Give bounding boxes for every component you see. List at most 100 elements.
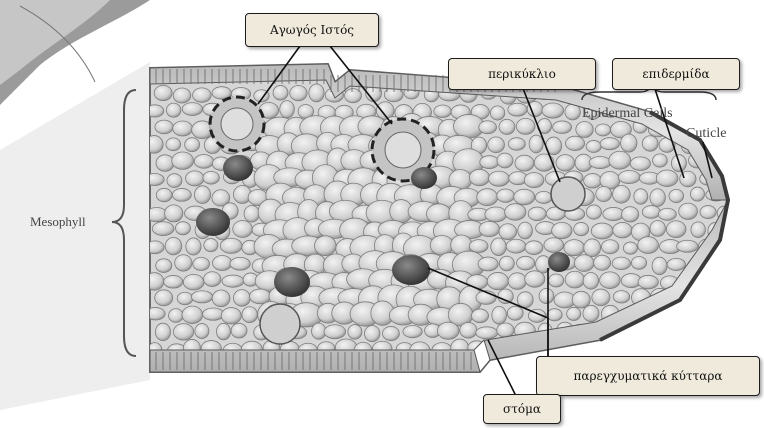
mesophyll-cell bbox=[230, 257, 250, 270]
mesophyll-cell bbox=[697, 273, 713, 290]
mesophyll-cell bbox=[487, 272, 508, 289]
mesophyll-cell bbox=[566, 136, 585, 150]
mesophyll-cell bbox=[221, 308, 241, 324]
mesophyll-cell bbox=[182, 103, 202, 116]
mesophyll-cell bbox=[696, 344, 714, 357]
mesophyll-cell bbox=[524, 173, 544, 188]
mesophyll-cell bbox=[528, 207, 546, 221]
mesophyll-cell bbox=[621, 134, 637, 152]
mesophyll-cell bbox=[669, 189, 684, 202]
mesophyll-cell bbox=[479, 221, 499, 236]
mesophyll-cell bbox=[167, 174, 182, 188]
mesophyll-cell bbox=[613, 222, 632, 237]
mesophyll-cell bbox=[244, 205, 259, 222]
mesophyll-cell bbox=[309, 84, 324, 102]
mesophyll-cell bbox=[506, 239, 526, 253]
mesophyll-cell bbox=[539, 288, 554, 303]
mesophyll-cell bbox=[324, 325, 346, 339]
mesophyll-cell bbox=[476, 327, 498, 339]
mesophyll-cell bbox=[641, 339, 655, 356]
mesophyll-cell bbox=[634, 189, 648, 204]
mesophyll-cell bbox=[203, 171, 219, 184]
mesophyll-cell bbox=[242, 307, 257, 323]
mesophyll-cell bbox=[715, 343, 733, 355]
mesophyll-cell bbox=[172, 152, 194, 169]
mesophyll-cell bbox=[613, 291, 630, 303]
mesophyll-cell bbox=[492, 306, 507, 324]
mesophyll-cell bbox=[584, 239, 601, 257]
mesophyll-cell bbox=[600, 272, 621, 289]
mesophyll-cell bbox=[584, 174, 602, 188]
mesophyll-cell bbox=[583, 272, 598, 289]
mesophyll-cell bbox=[583, 305, 599, 321]
mesophyll-cell bbox=[658, 208, 676, 220]
mesophyll-cell bbox=[172, 188, 191, 201]
mesophyll-cell bbox=[488, 171, 509, 186]
mesophyll-cell bbox=[613, 186, 631, 204]
label-parenchyma-cells: παρεγχυματικά κύτταρα bbox=[536, 356, 760, 396]
mesophyll-cell bbox=[687, 288, 703, 306]
mesophyll-cell bbox=[508, 103, 527, 116]
mesophyll-cell bbox=[173, 88, 191, 103]
mesophyll-cell bbox=[656, 170, 678, 187]
mesophyll-cell bbox=[216, 323, 230, 340]
mesophyll-cell bbox=[186, 171, 204, 186]
mesophyll-cell bbox=[698, 102, 715, 115]
mesophyll-cell bbox=[173, 324, 193, 340]
mesophyll-cell bbox=[194, 186, 210, 204]
mesophyll-cell bbox=[697, 309, 717, 323]
mesophyll-cell bbox=[497, 323, 514, 337]
mesophyll-cell bbox=[185, 138, 200, 152]
mesophyll-cell bbox=[591, 223, 613, 239]
mesophyll-cell bbox=[514, 189, 535, 205]
mesophyll-cell bbox=[202, 308, 223, 320]
mesophyll-cell bbox=[622, 207, 639, 222]
mesophyll-cell bbox=[631, 256, 646, 269]
mesophyll-cell bbox=[518, 222, 533, 239]
mesophyll-cell bbox=[595, 124, 610, 136]
label-epidermal-cells: Epidermal Cells bbox=[582, 106, 673, 122]
mesophyll-cell bbox=[169, 309, 184, 323]
mesophyll-cell bbox=[193, 257, 210, 270]
mesophyll-cell bbox=[525, 241, 543, 255]
mesophyll-cell bbox=[586, 140, 601, 152]
mesophyll-cell bbox=[382, 326, 399, 340]
mesophyll-cell bbox=[154, 85, 172, 100]
mesophyll-cell bbox=[691, 222, 706, 238]
mesophyll-cell bbox=[166, 138, 181, 151]
mesophyll-cell bbox=[213, 255, 232, 270]
mesophyll-cell bbox=[679, 203, 698, 219]
mesophyll-cell bbox=[648, 327, 667, 339]
mesophyll-cell bbox=[177, 292, 193, 304]
mesophyll-cell bbox=[603, 207, 624, 220]
mesophyll-cell bbox=[164, 275, 183, 288]
mesophyll-cell bbox=[700, 206, 716, 219]
label-cuticle: Cuticle bbox=[686, 126, 726, 142]
mesophyll-cell bbox=[314, 236, 336, 256]
mesophyll-cell bbox=[535, 191, 552, 203]
mesophyll-cell bbox=[499, 119, 515, 134]
mesophyll-cell bbox=[715, 309, 735, 321]
mesophyll-cell bbox=[479, 121, 497, 134]
mesophyll-cell bbox=[156, 188, 172, 201]
mesophyll-cell bbox=[549, 274, 564, 287]
mesophyll-cell bbox=[612, 257, 630, 270]
mesophyll-cell bbox=[233, 221, 253, 238]
mesophyll-cell bbox=[186, 238, 201, 255]
mesophyll-cell bbox=[638, 237, 659, 254]
mesophyll-cell bbox=[156, 259, 172, 273]
mesophyll-cell bbox=[497, 189, 515, 202]
mesophyll-cell bbox=[638, 275, 658, 289]
mesophyll-cell bbox=[601, 340, 622, 354]
mesophyll-cell bbox=[680, 102, 698, 117]
mesophyll-cell bbox=[165, 237, 182, 254]
mesophyll-cell bbox=[183, 274, 204, 290]
mesophyll-cell bbox=[529, 135, 543, 153]
mesophyll-cell bbox=[499, 256, 514, 271]
mesophyll-cell bbox=[572, 291, 590, 308]
mesophyll-cell bbox=[173, 121, 193, 136]
mesophyll-cell bbox=[491, 238, 507, 256]
mesophyll-cell bbox=[488, 137, 505, 153]
mesophyll-cell bbox=[592, 289, 610, 306]
mesophyll-cell bbox=[596, 187, 612, 202]
